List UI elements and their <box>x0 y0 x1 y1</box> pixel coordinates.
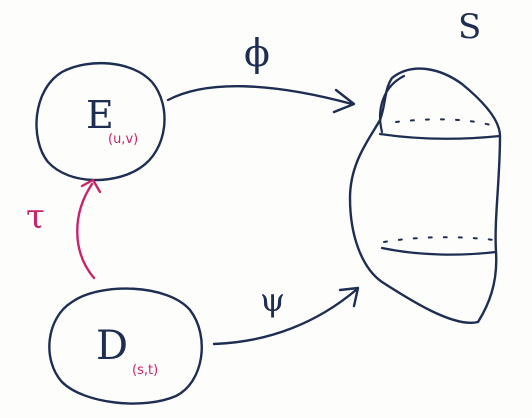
domain-d-shape <box>48 287 203 405</box>
domain-d-subscript: (s,t) <box>132 363 159 378</box>
psi-label: ψ <box>260 281 286 319</box>
tau-arrow <box>76 182 96 280</box>
domain-e-label: E <box>86 93 114 137</box>
surface-lower-band-back <box>383 236 495 243</box>
surface-upper-band-front <box>378 132 502 140</box>
tau-label: τ <box>26 197 45 237</box>
psi-arrow <box>212 288 358 346</box>
domain-e-shape <box>35 62 166 182</box>
phi-arrowhead <box>332 88 356 114</box>
surface-neck-contour <box>378 74 406 134</box>
domain-d-label: D <box>96 323 129 369</box>
domain-e-subscript: (u,v) <box>108 132 139 147</box>
psi-arrowhead <box>338 286 360 308</box>
surface-s-outline <box>348 67 502 325</box>
surface-upper-band-back <box>395 118 495 127</box>
phi-label: ϕ <box>244 31 270 75</box>
surface-lower-band-front <box>380 246 498 256</box>
phi-arrow <box>166 85 354 106</box>
surface-s-label: S <box>458 7 482 47</box>
tau-arrowhead <box>80 178 102 194</box>
